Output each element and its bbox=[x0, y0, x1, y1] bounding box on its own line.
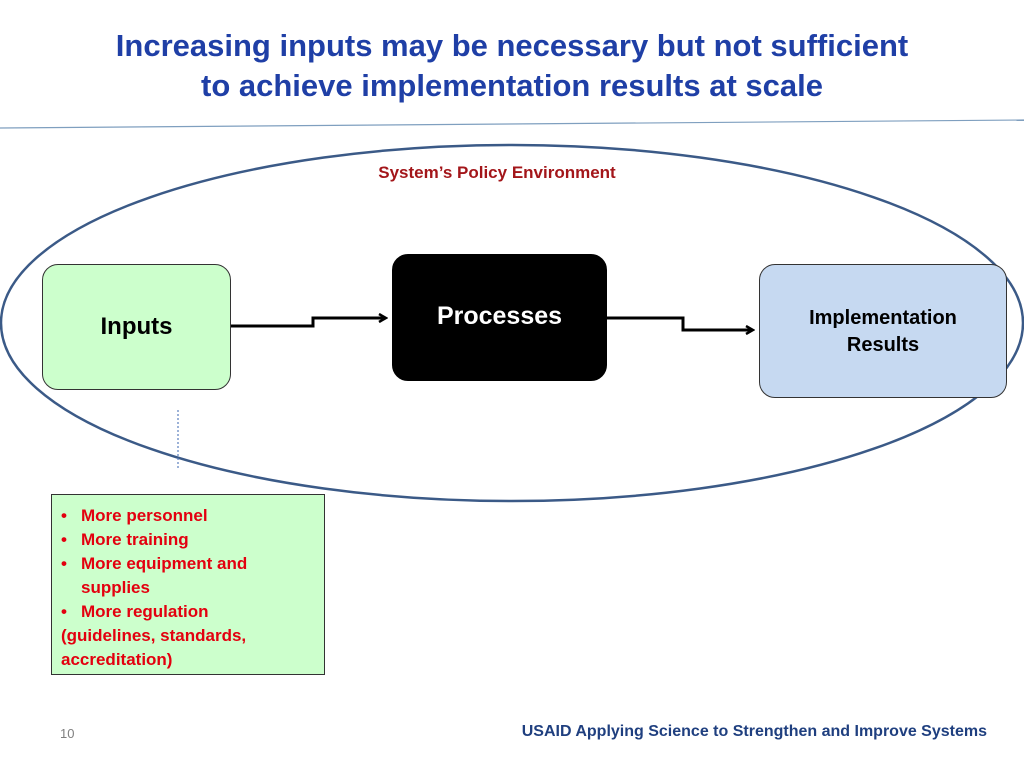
bullet-icon: • bbox=[61, 554, 67, 573]
title-divider bbox=[0, 119, 1024, 129]
list-item-continuation: (guidelines, standards, bbox=[61, 624, 318, 648]
processes-to-results-arrow bbox=[607, 316, 753, 330]
list-item-text: More equipment and supplies bbox=[81, 554, 248, 597]
bullet-icon: • bbox=[61, 530, 67, 549]
processes-label: Processes bbox=[436, 302, 563, 330]
slide-title-line-2: to achieve implementation results at sca… bbox=[201, 68, 823, 103]
title-divider-line bbox=[0, 119, 1024, 129]
policy-environment-label: System’s Policy Environment bbox=[378, 163, 616, 182]
processes-box: Processes bbox=[392, 254, 607, 381]
list-item: • More regulation bbox=[61, 600, 318, 624]
bullet-icon: • bbox=[61, 602, 67, 621]
bullet-icon: • bbox=[61, 506, 67, 525]
results-label-line-1: Implementation bbox=[809, 307, 957, 329]
list-item-continuation-text: accreditation) bbox=[61, 650, 173, 669]
page-number: 10 bbox=[60, 726, 75, 741]
slide-title-line-1: Increasing inputs may be necessary but n… bbox=[115, 28, 909, 63]
list-item-text: More personnel bbox=[81, 506, 208, 525]
slide-title: Increasing inputs may be necessary but n… bbox=[40, 26, 984, 106]
list-item-continuation: accreditation) bbox=[61, 648, 318, 672]
implementation-results-box: Implementation Results bbox=[759, 264, 1007, 398]
list-item: • More equipment and supplies bbox=[61, 552, 318, 600]
input-examples-box: • More personnel • More training • More … bbox=[51, 494, 325, 675]
footer-organization: USAID Applying Science to Strengthen and… bbox=[521, 723, 987, 740]
inputs-box: Inputs bbox=[42, 264, 231, 390]
inputs-label: Inputs bbox=[100, 313, 173, 340]
policy-environment-ellipse bbox=[0, 143, 1024, 503]
results-label-line-2: Results bbox=[846, 334, 920, 356]
list-item-text: More regulation bbox=[81, 602, 209, 621]
list-item-continuation-text: (guidelines, standards, bbox=[61, 626, 247, 645]
list-item: • More personnel bbox=[61, 504, 318, 528]
list-item: • More training bbox=[61, 528, 318, 552]
input-examples-list: • More personnel • More training • More … bbox=[61, 504, 318, 672]
list-item-text: More training bbox=[81, 530, 189, 549]
inputs-to-processes-arrow bbox=[231, 318, 386, 328]
